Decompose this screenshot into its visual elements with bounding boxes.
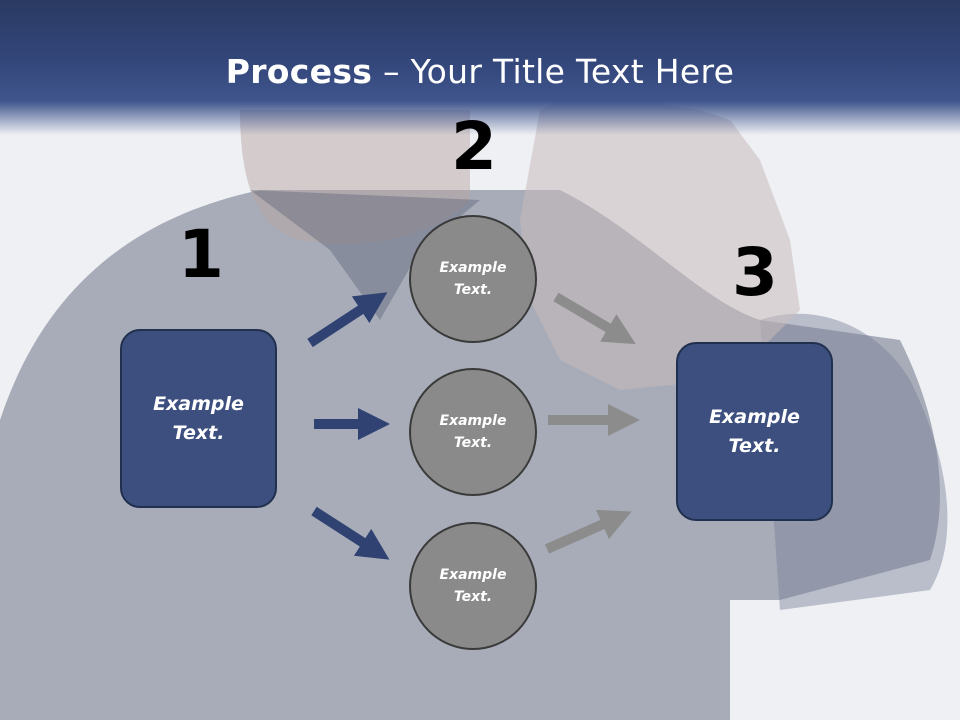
step-number-1: 1	[178, 216, 224, 293]
circle-bottom-text: Example Text.	[439, 566, 507, 605]
step-number-3: 3	[732, 234, 778, 311]
process-circle-bottom: Example Text.	[409, 522, 537, 650]
arrow-top-to-right	[553, 292, 636, 345]
slide-title: Process – Your Title Text Here	[0, 52, 960, 91]
title-bar	[0, 0, 960, 135]
right-process-box: Example Text.	[676, 342, 833, 521]
circle-top-text: Example Text.	[439, 259, 507, 298]
title-bold: Process	[225, 52, 373, 91]
process-circle-top: Example Text.	[409, 215, 537, 343]
left-box-text: Example Text.	[153, 393, 244, 444]
process-circle-middle: Example Text.	[409, 368, 537, 496]
circle-middle-text: Example Text.	[439, 412, 507, 451]
step-number-2: 2	[451, 108, 497, 185]
arrow-left-to-bottom	[311, 506, 390, 560]
left-process-box: Example Text.	[120, 329, 277, 508]
title-rest: – Your Title Text Here	[372, 52, 735, 91]
arrow-left-to-top	[307, 292, 388, 348]
arrow-bottom-to-right	[544, 509, 632, 554]
right-box-text: Example Text.	[709, 406, 800, 457]
